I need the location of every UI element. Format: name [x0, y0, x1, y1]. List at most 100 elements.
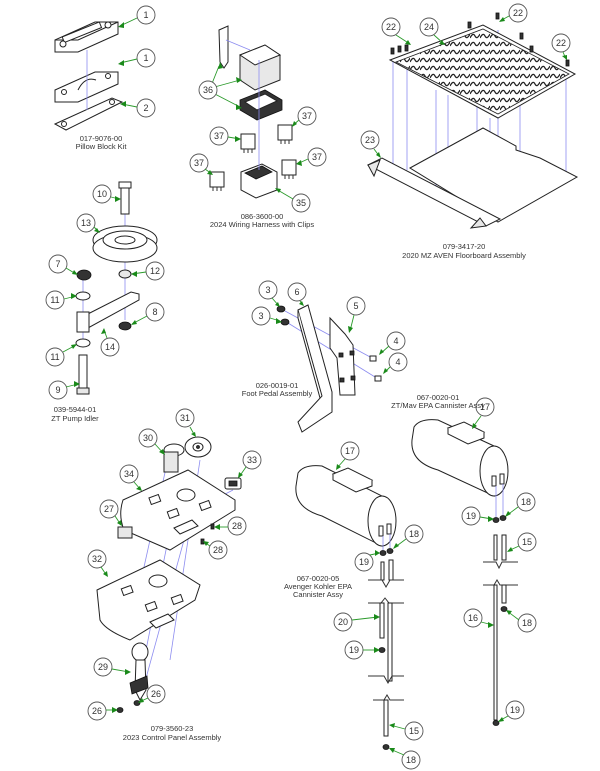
choke-knob: [163, 443, 185, 473]
svg-text:4: 4: [395, 357, 400, 367]
washer: [75, 338, 91, 348]
svg-text:11: 11: [50, 295, 59, 305]
callout-32[interactable]: 32: [87, 549, 107, 569]
locknut: [118, 321, 132, 331]
hose-segment: [368, 559, 404, 589]
callout-18[interactable]: 18: [404, 524, 424, 544]
svg-text:19: 19: [510, 705, 520, 715]
relay: [209, 171, 225, 191]
callout-15[interactable]: 15: [404, 721, 424, 741]
callout-3[interactable]: 3: [258, 280, 278, 300]
spacer: [118, 269, 132, 279]
callout-31[interactable]: 31: [175, 408, 195, 428]
callout-8[interactable]: 8: [145, 302, 165, 322]
callout-29[interactable]: 29: [93, 657, 113, 677]
callout-7[interactable]: 7: [48, 254, 68, 274]
callout-23[interactable]: 23: [360, 130, 380, 150]
svg-text:10: 10: [97, 189, 107, 199]
callout-6[interactable]: 6: [287, 282, 307, 302]
assembly-title: Foot Pedal Assembly: [242, 389, 313, 398]
svg-text:2: 2: [143, 103, 148, 113]
callout-17[interactable]: 17: [475, 397, 495, 417]
pump-idler-assembly: 10 13 7 12 11 8 14 11 9 039-5944-01 ZT P…: [45, 181, 165, 423]
svg-text:18: 18: [406, 755, 416, 765]
callout-34[interactable]: 34: [119, 464, 139, 484]
callout-19[interactable]: 19: [505, 700, 525, 720]
callout-22[interactable]: 22: [508, 3, 528, 23]
svg-text:24: 24: [424, 22, 434, 32]
part-number: 079-3560-23: [151, 724, 194, 733]
svg-text:28: 28: [213, 545, 223, 555]
svg-text:22: 22: [513, 8, 523, 18]
svg-text:34: 34: [124, 469, 134, 479]
svg-text:27: 27: [104, 504, 114, 514]
svg-text:29: 29: [98, 662, 108, 672]
callout-18[interactable]: 18: [517, 613, 537, 633]
floorboard-assembly: 22 24 22 22 23 079-3417-20 2020 MZ AVEN …: [360, 3, 579, 260]
svg-text:16: 16: [468, 613, 478, 623]
callout-4[interactable]: 4: [388, 352, 408, 372]
callout-1[interactable]: 1: [136, 5, 156, 25]
callout-10[interactable]: 10: [92, 184, 112, 204]
callout-1[interactable]: 1: [136, 48, 156, 68]
assembly-title: 2023 Control Panel Assembly: [123, 733, 222, 742]
callout-37[interactable]: 37: [307, 147, 327, 167]
callout-26[interactable]: 26: [146, 684, 166, 704]
callout-26[interactable]: 26: [87, 701, 107, 721]
floor-pan: [409, 127, 579, 223]
svg-text:8: 8: [152, 307, 157, 317]
callout-18[interactable]: 18: [401, 750, 421, 770]
svg-text:33: 33: [247, 455, 257, 465]
svg-text:7: 7: [55, 259, 60, 269]
callout-37[interactable]: 37: [189, 153, 209, 173]
pillow-block-kit: 1 1 2 017-9076-00 Pillow Block Kit: [53, 5, 156, 151]
callout-33[interactable]: 33: [242, 450, 262, 470]
callout-37[interactable]: 37: [297, 106, 317, 126]
pedal-arm: [297, 304, 333, 433]
control-panel-top: [120, 469, 236, 551]
callout-18[interactable]: 18: [516, 492, 536, 512]
svg-text:32: 32: [92, 554, 102, 564]
callout-17[interactable]: 17: [340, 441, 360, 461]
callout-27[interactable]: 27: [99, 499, 119, 519]
svg-text:26: 26: [92, 706, 102, 716]
callout-28[interactable]: 28: [208, 540, 228, 560]
callout-4[interactable]: 4: [386, 331, 406, 351]
callout-9[interactable]: 9: [48, 380, 68, 400]
hose-segment: [483, 534, 518, 570]
washer: [75, 291, 91, 301]
callout-11[interactable]: 11: [45, 290, 65, 310]
callout-2[interactable]: 2: [136, 98, 156, 118]
part-number: 079-3417-20: [443, 242, 486, 251]
callout-37[interactable]: 37: [209, 126, 229, 146]
callout-14[interactable]: 14: [100, 337, 120, 357]
callout-19[interactable]: 19: [354, 552, 374, 572]
idler-bolt: [120, 185, 130, 215]
callout-5[interactable]: 5: [346, 296, 366, 316]
svg-text:15: 15: [409, 726, 419, 736]
callout-19[interactable]: 19: [461, 506, 481, 526]
callout-22[interactable]: 22: [551, 33, 571, 53]
svg-text:20: 20: [338, 617, 348, 627]
callout-12[interactable]: 12: [145, 261, 165, 281]
callout-22[interactable]: 22: [381, 17, 401, 37]
svg-text:12: 12: [150, 266, 160, 276]
callout-3[interactable]: 3: [251, 306, 271, 326]
callout-13[interactable]: 13: [76, 213, 96, 233]
pillow-block-bottom: [54, 71, 119, 103]
callout-24[interactable]: 24: [419, 17, 439, 37]
callout-11[interactable]: 11: [45, 347, 65, 367]
callout-16[interactable]: 16: [463, 608, 483, 628]
callout-36[interactable]: 36: [198, 80, 218, 100]
part-number: 017-9076-00: [80, 134, 123, 143]
callout-15[interactable]: 15: [517, 532, 537, 552]
callout-28[interactable]: 28: [227, 516, 247, 536]
callout-35[interactable]: 35: [291, 193, 311, 213]
callout-19[interactable]: 19: [344, 640, 364, 660]
callout-20[interactable]: 20: [333, 612, 353, 632]
locknut: [76, 269, 92, 281]
harness-clip: [218, 25, 229, 69]
svg-text:3: 3: [265, 285, 270, 295]
callout-30[interactable]: 30: [138, 428, 158, 448]
